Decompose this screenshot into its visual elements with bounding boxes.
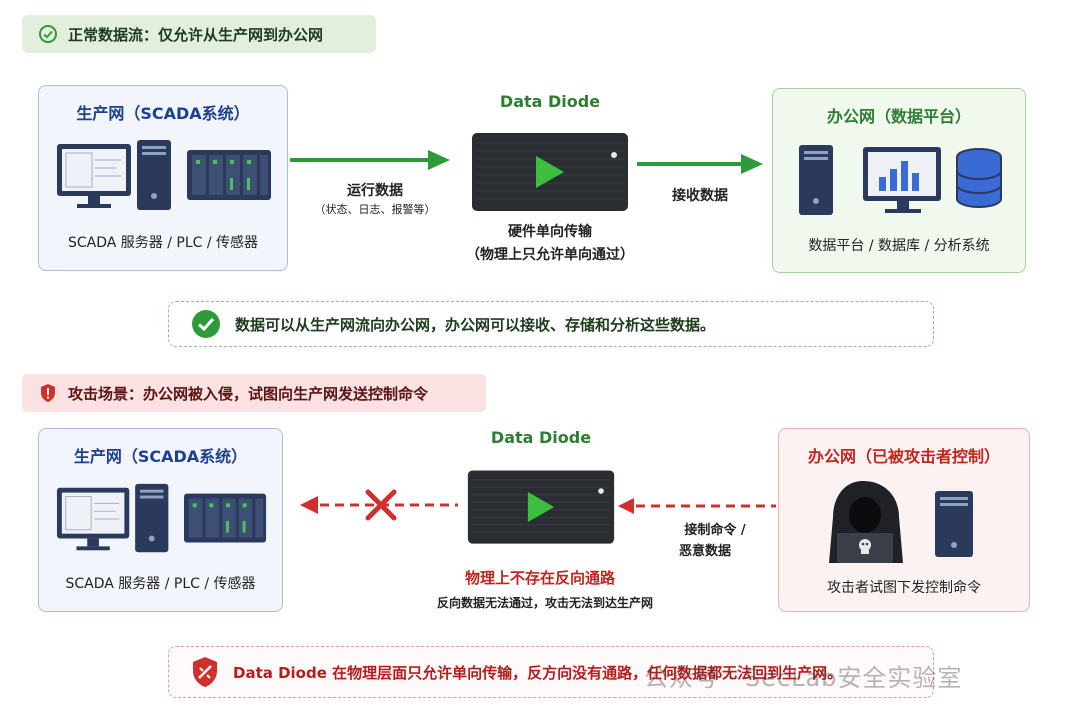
no-reverse-path-title: 物理上不存在反向通路 [464,569,615,587]
production-network-title-bottom: 生产网（SCADA系统） [73,447,248,466]
no-reverse-path-caption: 反向数据无法通过，攻击无法到达生产网 [436,596,653,610]
data-platform-icon [799,145,1002,215]
diode-summary-callout-text: Data Diode 在物理层面只允许单向传输，反方向没有通路，任何数据都无法回… [233,663,843,682]
diode-caption-line2: （物理上只允许单向通过） [466,247,634,263]
shield-alert-icon [41,384,55,402]
arrow1-sublabel: （状态、日志、报警等） [314,203,436,216]
scada-equipment-icon-bottom [56,483,267,553]
office-network-box-compromised: 办公网（已被攻击者控制） 攻击者试图下发控制命令 [778,428,1030,612]
office-network-caption: 数据平台 / 数据库 / 分析系统 [808,238,990,254]
diode-summary-callout: Data Diode 在物理层面只允许单向传输，反方向没有通路，任何数据都无法回… [168,646,934,698]
check-circle-icon [39,25,57,43]
normal-flow-header-text: 正常数据流：仅允许从生产网到办公网 [68,25,324,44]
data-diode-device-bottom [467,470,615,544]
watermark: 公众号 · SecLab安全实验室 [644,664,963,692]
normal-flow-callout: 数据可以从生产网流向办公网，办公网可以接收、存储和分析这些数据。 [168,301,934,347]
diode-title-bottom: Data Diode [490,428,592,447]
receive-flow-arrow-right [637,154,763,174]
blocked-x-icon [365,489,397,521]
production-network-caption-bottom: SCADA 服务器 / PLC / 传感器 [65,576,256,592]
attack-scenario-header: 攻击场景：办公网被入侵，试图向生产网发送控制命令 [22,374,486,412]
production-network-caption: SCADA 服务器 / PLC / 传感器 [67,235,259,251]
office-network-title: 办公网（数据平台） [826,107,971,126]
compromised-office-caption: 攻击者试图下发控制命令 [827,580,981,596]
attack-scenario-header-text: 攻击场景：办公网被入侵，试图向生产网发送控制命令 [68,384,429,403]
blocked-reverse-arrow [300,496,458,514]
normal-flow-header: 正常数据流：仅允许从生产网到办公网 [22,15,376,53]
shield-warning-icon [193,657,217,687]
data-diode-device-top [472,133,628,211]
compromised-office-title: 办公网（已被攻击者控制） [807,447,1000,466]
data-flow-arrow-right [290,150,450,170]
office-network-box-top: 办公网（数据平台） 数据平台 / 数据库 / 分析系统 [772,88,1026,273]
arrow1-label: 运行数据 [347,183,403,199]
hacker-icon [829,481,973,563]
production-network-title: 生产网（SCADA系统） [76,104,250,123]
check-badge-icon [192,310,220,338]
scada-equipment-icon [57,140,271,210]
attack-arrow-label-line2: 恶意数据 [678,544,731,559]
attack-arrow-label-line1: 接制命令 / [684,523,746,538]
normal-flow-callout-text: 数据可以从生产网流向办公网，办公网可以接收、存储和分析这些数据。 [235,315,716,334]
production-network-box-top: 生产网（SCADA系统） SCADA 服务器 / PLC / 传感器 [38,85,288,271]
diode-title-top: Data Diode [499,92,601,111]
arrow2-label: 接收数据 [672,188,728,204]
diode-caption-line1: 硬件单向传输 [508,224,592,240]
production-network-box-bottom: 生产网（SCADA系统） SCADA 服务器 / PLC / 传感器 [38,428,283,612]
attack-command-arrow [618,498,776,514]
